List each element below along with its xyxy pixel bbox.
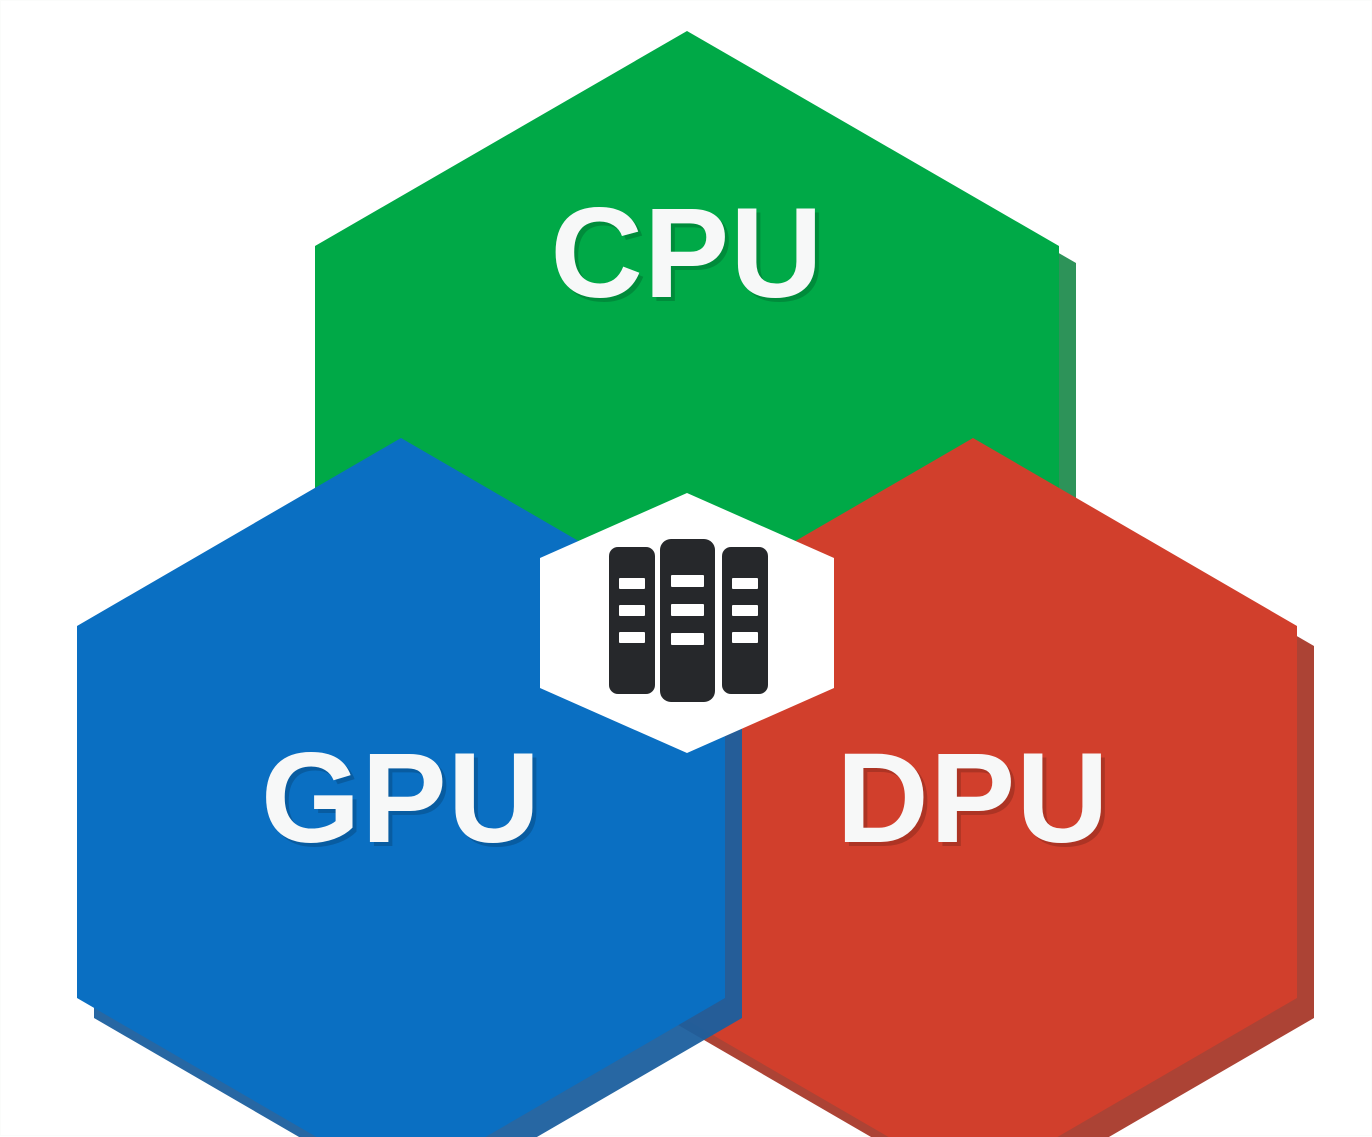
node-datacenter[interactable]	[540, 493, 834, 753]
cpu-label-shadow: CPU	[554, 186, 827, 329]
gpu-label: GPU	[261, 727, 541, 870]
dpu-label: DPU	[836, 727, 1109, 870]
server-unit-right	[722, 547, 768, 694]
server-unit-center	[660, 539, 715, 702]
server-rack-icon	[609, 539, 768, 702]
gpu-label-shadow: GPU	[265, 731, 545, 874]
dpu-label-shadow: DPU	[840, 731, 1113, 874]
cpu-label: CPU	[550, 182, 823, 325]
server-unit-left	[609, 547, 655, 694]
